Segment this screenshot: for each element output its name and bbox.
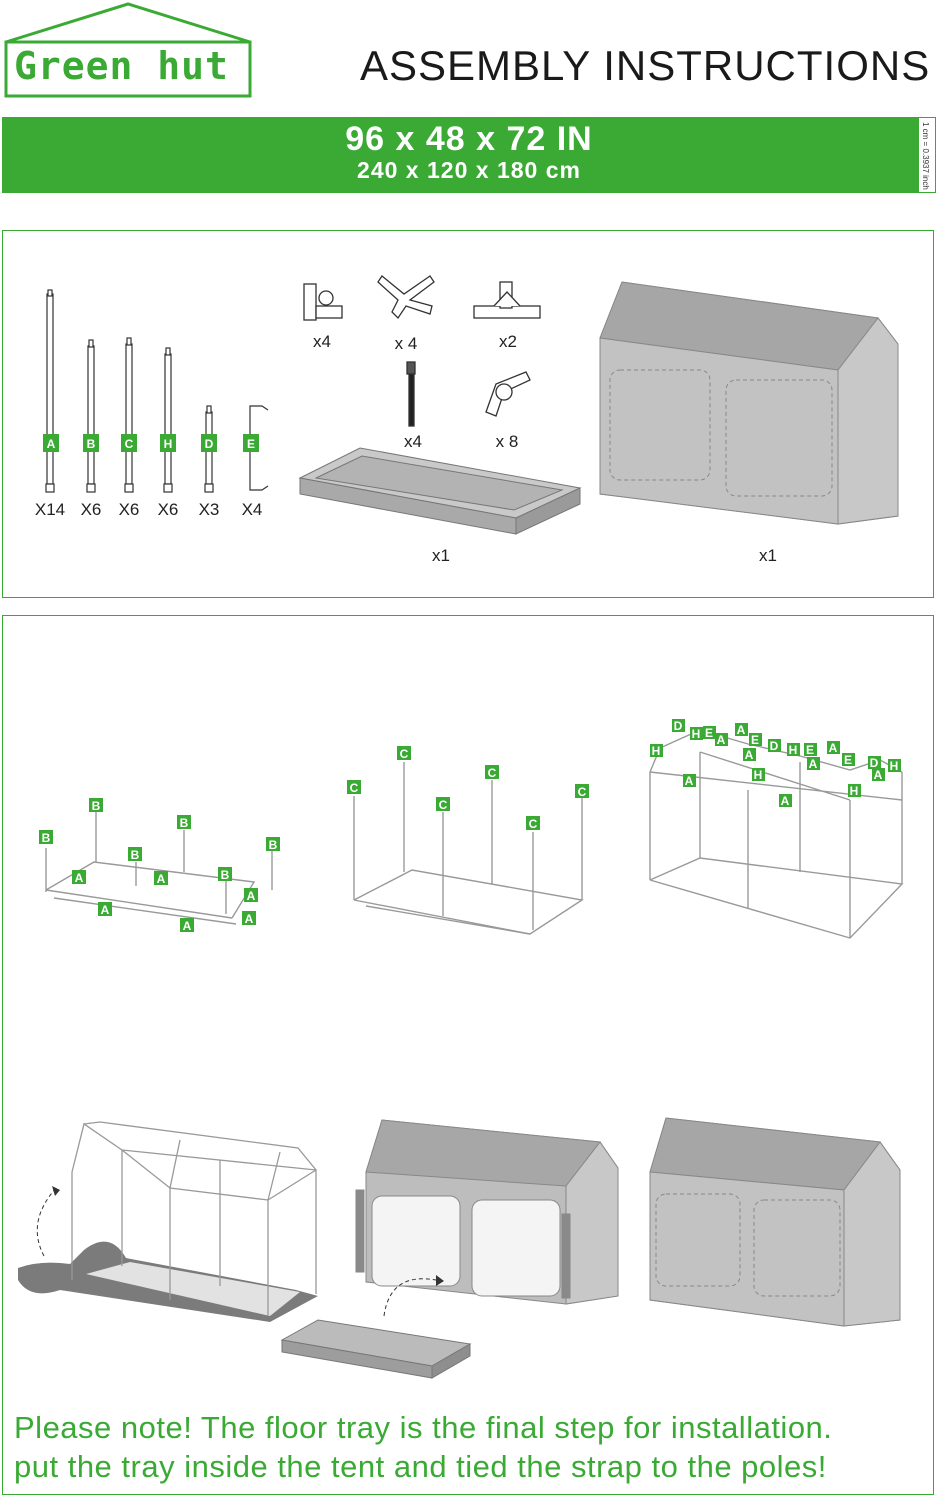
note-line-2: put the tray inside the tent and tied th… (14, 1449, 827, 1484)
strap-icon (406, 361, 416, 427)
svg-text:H: H (890, 759, 899, 773)
dimensions-banner (2, 117, 936, 193)
brand-name: Green hut (14, 44, 229, 88)
step-2-uprights (353, 762, 584, 935)
svg-text:C: C (488, 766, 497, 780)
svg-text:E: E (751, 733, 759, 747)
pole-e (243, 405, 269, 491)
tee-connector-icon (473, 281, 541, 319)
svg-text:A: A (737, 723, 746, 737)
step-1-labels: B B B B B B A A A A A A (39, 798, 280, 933)
svg-text:H: H (652, 744, 661, 758)
svg-text:C: C (439, 798, 448, 812)
cross-connector-icon (377, 275, 435, 320)
step-5-cover-opened (355, 1119, 619, 1305)
svg-text:A: A (717, 733, 726, 747)
svg-text:H: H (850, 784, 859, 798)
qty-strap: x4 (404, 432, 422, 451)
step-3-labels: D H E A A E A D H E A A E D H A H A H A … (650, 719, 901, 808)
page-title: ASSEMBLY INSTRUCTIONS (360, 42, 931, 89)
qty-tent-cover: x1 (759, 546, 777, 565)
svg-text:A: A (745, 748, 754, 762)
pole-a (43, 289, 59, 493)
svg-text:B: B (92, 799, 101, 813)
svg-text:D: D (770, 739, 779, 753)
qty-pole-d: X3 (198, 500, 220, 519)
svg-text:C: C (400, 747, 409, 761)
note-line-1: Please note! The floor tray is the final… (14, 1410, 833, 1445)
svg-text:C: C (529, 817, 538, 831)
svg-text:H: H (692, 727, 701, 741)
qty-elbow-connector: x 8 (495, 432, 519, 451)
svg-text:A: A (157, 872, 166, 886)
step-6-complete-tent (649, 1117, 901, 1327)
qty-pole-b: X6 (80, 500, 102, 519)
step-2-labels: C C C C C C (347, 746, 589, 831)
qty-corner-connector: x4 (313, 332, 331, 351)
pole-c (121, 337, 137, 493)
corner-connector-icon (303, 283, 343, 321)
svg-text:A: A (247, 889, 256, 903)
dimensions-inches: 96 x 48 x 72 IN (345, 120, 593, 158)
svg-text:A: A (245, 912, 254, 926)
qty-floor-tray: x1 (432, 546, 450, 565)
qty-pole-h: X6 (157, 500, 179, 519)
step-3-roof-frame (649, 729, 904, 939)
pole-label-e: E (247, 437, 255, 451)
pole-label-b: B (87, 437, 96, 451)
pole-label-a: A (47, 437, 56, 451)
parts-list-panel (2, 230, 934, 598)
dimensions-cm: 240 x 120 x 180 cm (357, 157, 581, 183)
svg-text:E: E (806, 743, 814, 757)
svg-text:H: H (789, 743, 798, 757)
pole-label-c: C (125, 437, 134, 451)
qty-pole-c: X6 (118, 500, 140, 519)
svg-text:B: B (131, 848, 140, 862)
svg-text:A: A (781, 794, 790, 808)
qty-cross-connector: x 4 (394, 334, 418, 353)
svg-text:D: D (870, 756, 879, 770)
pole-label-h: H (164, 437, 173, 451)
pole-b (83, 339, 99, 493)
svg-text:B: B (269, 838, 278, 852)
pole-label-d: D (205, 437, 214, 451)
assembly-steps-panel (2, 615, 934, 1495)
svg-text:B: B (180, 816, 189, 830)
qty-pole-a: X14 (34, 500, 66, 519)
svg-text:A: A (829, 741, 838, 755)
svg-text:H: H (754, 768, 763, 782)
svg-text:B: B (221, 868, 230, 882)
house-outline-icon (4, 2, 252, 98)
svg-text:A: A (183, 919, 192, 933)
svg-text:C: C (578, 785, 587, 799)
elbow-connector-icon (485, 371, 531, 417)
brand-logo: Green hut (4, 2, 252, 98)
svg-text:E: E (844, 753, 852, 767)
floor-tray-icon (298, 447, 582, 535)
step-4-tray (280, 1319, 472, 1379)
unit-conversion-tag: 1 cm = 0.3937 inch (918, 117, 936, 193)
tent-cover-icon (599, 281, 899, 525)
svg-text:D: D (674, 719, 683, 733)
step-4-frame-with-floor (18, 1121, 318, 1322)
qty-pole-e: X4 (241, 500, 263, 519)
pole-h (160, 347, 176, 493)
svg-text:A: A (101, 903, 110, 917)
pole-d (201, 405, 217, 493)
svg-text:A: A (809, 757, 818, 771)
unit-conversion-text: 1 cm = 0.3937 inch (921, 122, 930, 190)
step-1-base-frame (45, 812, 273, 925)
qty-tee-connector: x2 (499, 332, 517, 351)
poles-group (43, 289, 269, 493)
svg-text:E: E (705, 726, 713, 740)
svg-text:A: A (685, 774, 694, 788)
svg-text:C: C (350, 781, 359, 795)
svg-text:B: B (42, 831, 51, 845)
svg-text:A: A (75, 871, 84, 885)
svg-text:A: A (874, 768, 883, 782)
